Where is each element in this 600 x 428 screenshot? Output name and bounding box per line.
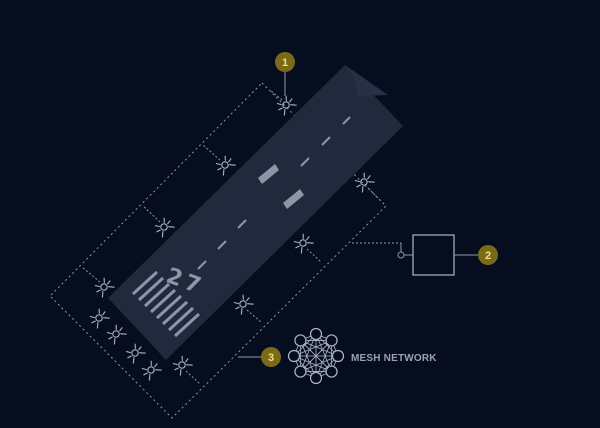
controller-connector — [397, 251, 405, 259]
mesh-network-legend: 3 MESH NETWORK — [238, 327, 437, 385]
mesh-node — [331, 349, 345, 363]
mesh-node — [287, 349, 301, 363]
mesh-node — [309, 371, 323, 385]
mesh-node — [294, 334, 307, 347]
runway-surface — [108, 65, 403, 360]
mesh-node — [309, 327, 323, 341]
runway-edge-light — [104, 322, 128, 346]
touchdown-zone-markings — [258, 164, 304, 209]
runway-edge-light — [231, 292, 255, 316]
callout-1: 1 — [275, 52, 295, 96]
light-connectors — [81, 89, 382, 385]
runway-edge-light — [139, 358, 163, 382]
mesh-network-label: MESH NETWORK — [351, 353, 437, 364]
runway-edge-light — [352, 170, 376, 194]
mesh-link — [300, 340, 339, 357]
mesh-link — [300, 340, 332, 372]
runway-edge-light — [170, 353, 194, 377]
callout-3-number: 3 — [268, 352, 274, 364]
mesh-node — [325, 334, 338, 347]
callout-1-badge — [275, 52, 295, 72]
mesh-link — [300, 340, 317, 379]
callout-1-number: 1 — [282, 57, 288, 69]
controller-group: 2 — [352, 234, 498, 276]
threshold-markings — [131, 270, 201, 338]
runway-centerline — [197, 116, 351, 270]
callout-2-badge — [478, 245, 498, 265]
callout-3-badge — [261, 347, 281, 367]
runway: 27 — [108, 65, 403, 360]
runway-edge-light — [291, 231, 315, 255]
runway-edge-light — [123, 341, 147, 365]
runway-edge-light — [87, 306, 111, 330]
controller-box — [412, 234, 455, 276]
runway-edge-light — [152, 215, 176, 239]
callout-2-number: 2 — [485, 250, 491, 262]
mesh-node — [294, 365, 307, 378]
runway-blast-pad — [345, 65, 388, 96]
mesh-node — [325, 365, 338, 378]
mesh-network-icon — [287, 327, 345, 385]
